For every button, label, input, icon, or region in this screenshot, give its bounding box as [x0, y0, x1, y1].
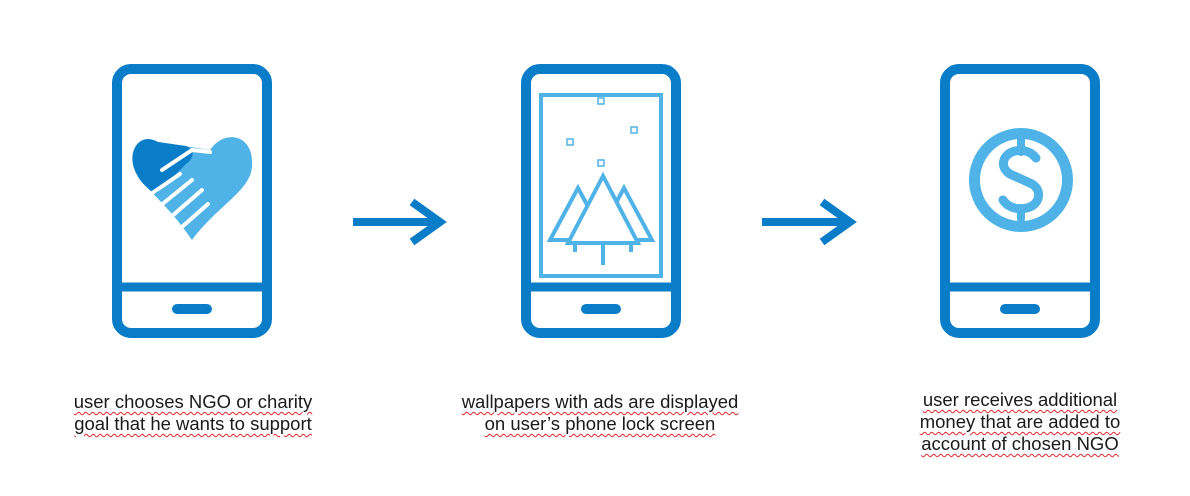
wallpaper-trees-icon	[539, 93, 663, 278]
caption-line: goal that he wants to support	[74, 413, 312, 434]
step-1-caption: user chooses NGO or charity goal that he…	[38, 391, 348, 435]
home-button-icon	[581, 304, 621, 314]
home-button-icon	[1000, 304, 1040, 314]
caption-line: account of chosen NGO	[921, 433, 1119, 454]
home-button-icon	[172, 304, 212, 314]
phone-2	[521, 64, 681, 338]
step-2-caption: wallpapers with ads are displayed on use…	[420, 391, 780, 435]
phone-3	[940, 64, 1100, 338]
dollar-coin-icon	[969, 128, 1073, 232]
caption-line: wallpapers with ads are displayed	[461, 391, 739, 412]
step-3-caption: user receives additional money that are …	[870, 389, 1170, 455]
caption-line: user chooses NGO or charity	[73, 391, 313, 412]
handshake-heart-icon	[132, 137, 253, 240]
caption-line: on user’s phone lock screen	[484, 413, 716, 434]
caption-line: money that are added to	[919, 411, 1121, 432]
arrow-right-icon	[762, 198, 857, 246]
caption-line: user receives additional	[922, 389, 1118, 410]
arrow-right-icon	[353, 198, 447, 246]
phone-1	[112, 64, 272, 338]
